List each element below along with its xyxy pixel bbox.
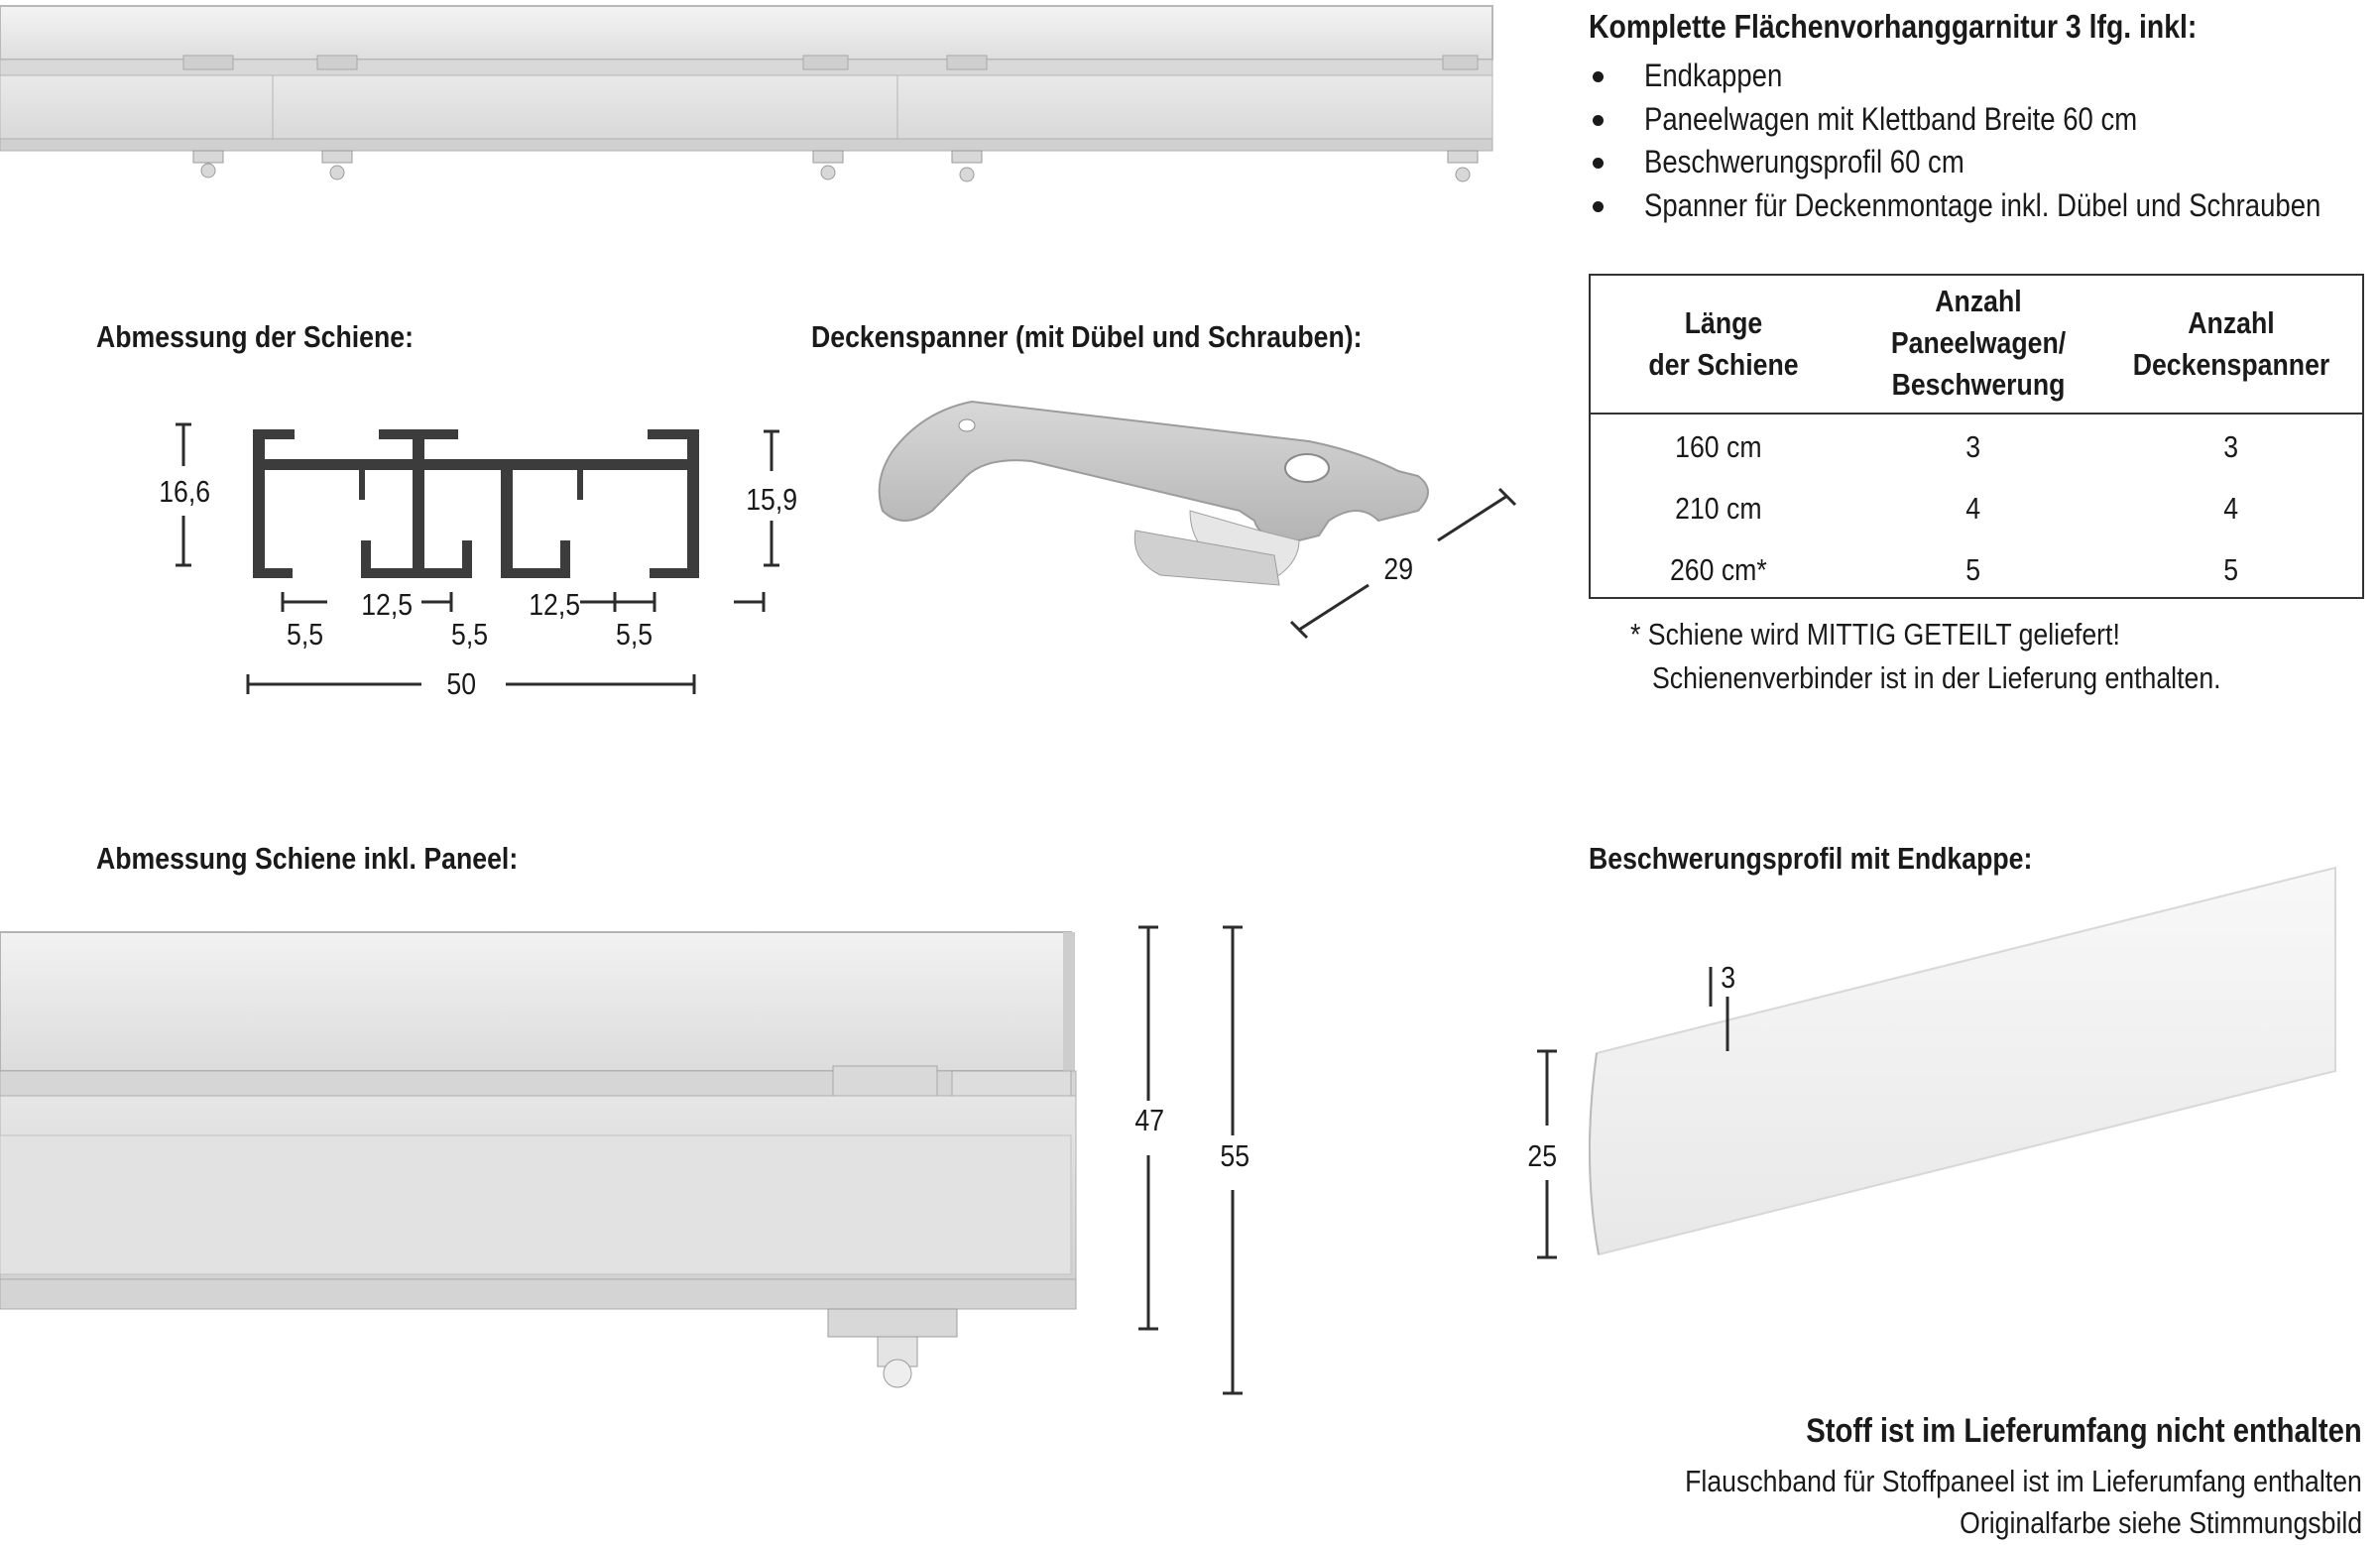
table-cell: 5 (1965, 552, 1981, 587)
footnote-line-2: Schienenverbinder ist in der Lieferung e… (1652, 660, 2221, 695)
weight-thickness-label: 3 (1721, 960, 1736, 995)
table-cell: 160 cm (1675, 429, 1762, 464)
original-color-note: Originalfarbe siehe Stimmungsbild (1959, 1505, 2362, 1540)
total-height-55-label: 55 (1220, 1138, 1250, 1173)
list-item: Endkappen (1589, 58, 2380, 101)
bracket-heading: Deckenspanner (mit Dübel und Schrauben): (811, 319, 1363, 354)
table-row: 260 cm* 5 5 (1591, 539, 2362, 601)
footnote-line-1: * Schiene wird MITTIG GETEILT geliefert! (1630, 617, 2120, 652)
rail-width-label: 50 (446, 666, 477, 701)
rail-dimension-heading: Abmessung der Schiene: (96, 319, 415, 354)
bullet-icon (1593, 200, 1604, 212)
table-cell: 210 cm (1675, 491, 1762, 526)
ceiling-bracket-image (878, 400, 1517, 640)
table-row: 160 cm 3 3 (1591, 416, 2362, 478)
table-cell: 4 (1965, 491, 1981, 526)
weight-height-label: 25 (1527, 1138, 1558, 1173)
kit-contents-list: Endkappen Paneelwagen mit Klettband Brei… (1589, 58, 2380, 230)
list-item: Spanner für Deckenmontage inkl. Dübel un… (1589, 187, 2380, 231)
weight-profile-heading: Beschwerungsprofil mit Endkappe: (1589, 841, 2033, 876)
bullet-icon (1593, 158, 1604, 169)
table-cell: 3 (2223, 429, 2239, 464)
table-cell: 3 (1965, 429, 1981, 464)
rail-height-right-label: 15,9 (746, 482, 798, 517)
top-rail-image (0, 5, 1493, 182)
rail-panel-heading: Abmessung Schiene inkl. Paneel: (96, 841, 519, 876)
list-item: Beschwerungsprofil 60 cm (1589, 144, 2380, 187)
table-cell: 260 cm* (1670, 552, 1767, 587)
rail-height-47-label: 47 (1134, 1103, 1165, 1137)
kit-title: Komplette Flächenvorhanggarnitur 3 lfg. … (1589, 8, 2198, 45)
bracket-length-label: 29 (1383, 551, 1414, 586)
rail-height-left-label: 16,6 (159, 474, 211, 509)
list-item: Paneelwagen mit Klettband Breite 60 cm (1589, 101, 2380, 145)
bullet-icon (1593, 114, 1604, 126)
table-cell: 4 (2223, 491, 2239, 526)
bullet-icon (1593, 71, 1604, 82)
velcro-included-note: Flauschband für Stoffpaneel ist im Liefe… (1685, 1464, 2362, 1498)
rail-gap-1-label: 5,5 (287, 617, 324, 652)
rail-gap-2-label: 5,5 (451, 617, 489, 652)
table-row: 210 cm 4 4 (1591, 478, 2362, 539)
table-cell: 5 (2223, 552, 2239, 587)
rail-gap-3-label: 5,5 (616, 617, 654, 652)
fabric-not-included-note: Stoff ist im Lieferumfang nicht enthalte… (1806, 1412, 2362, 1450)
rail-spacing-a-label: 12,5 (361, 587, 414, 622)
rail-profile-diagram (176, 422, 779, 694)
rail-spacing-b-label: 12,5 (529, 587, 581, 622)
weight-profile-image (1537, 866, 2336, 1259)
rail-with-panel-image (0, 925, 1243, 1395)
